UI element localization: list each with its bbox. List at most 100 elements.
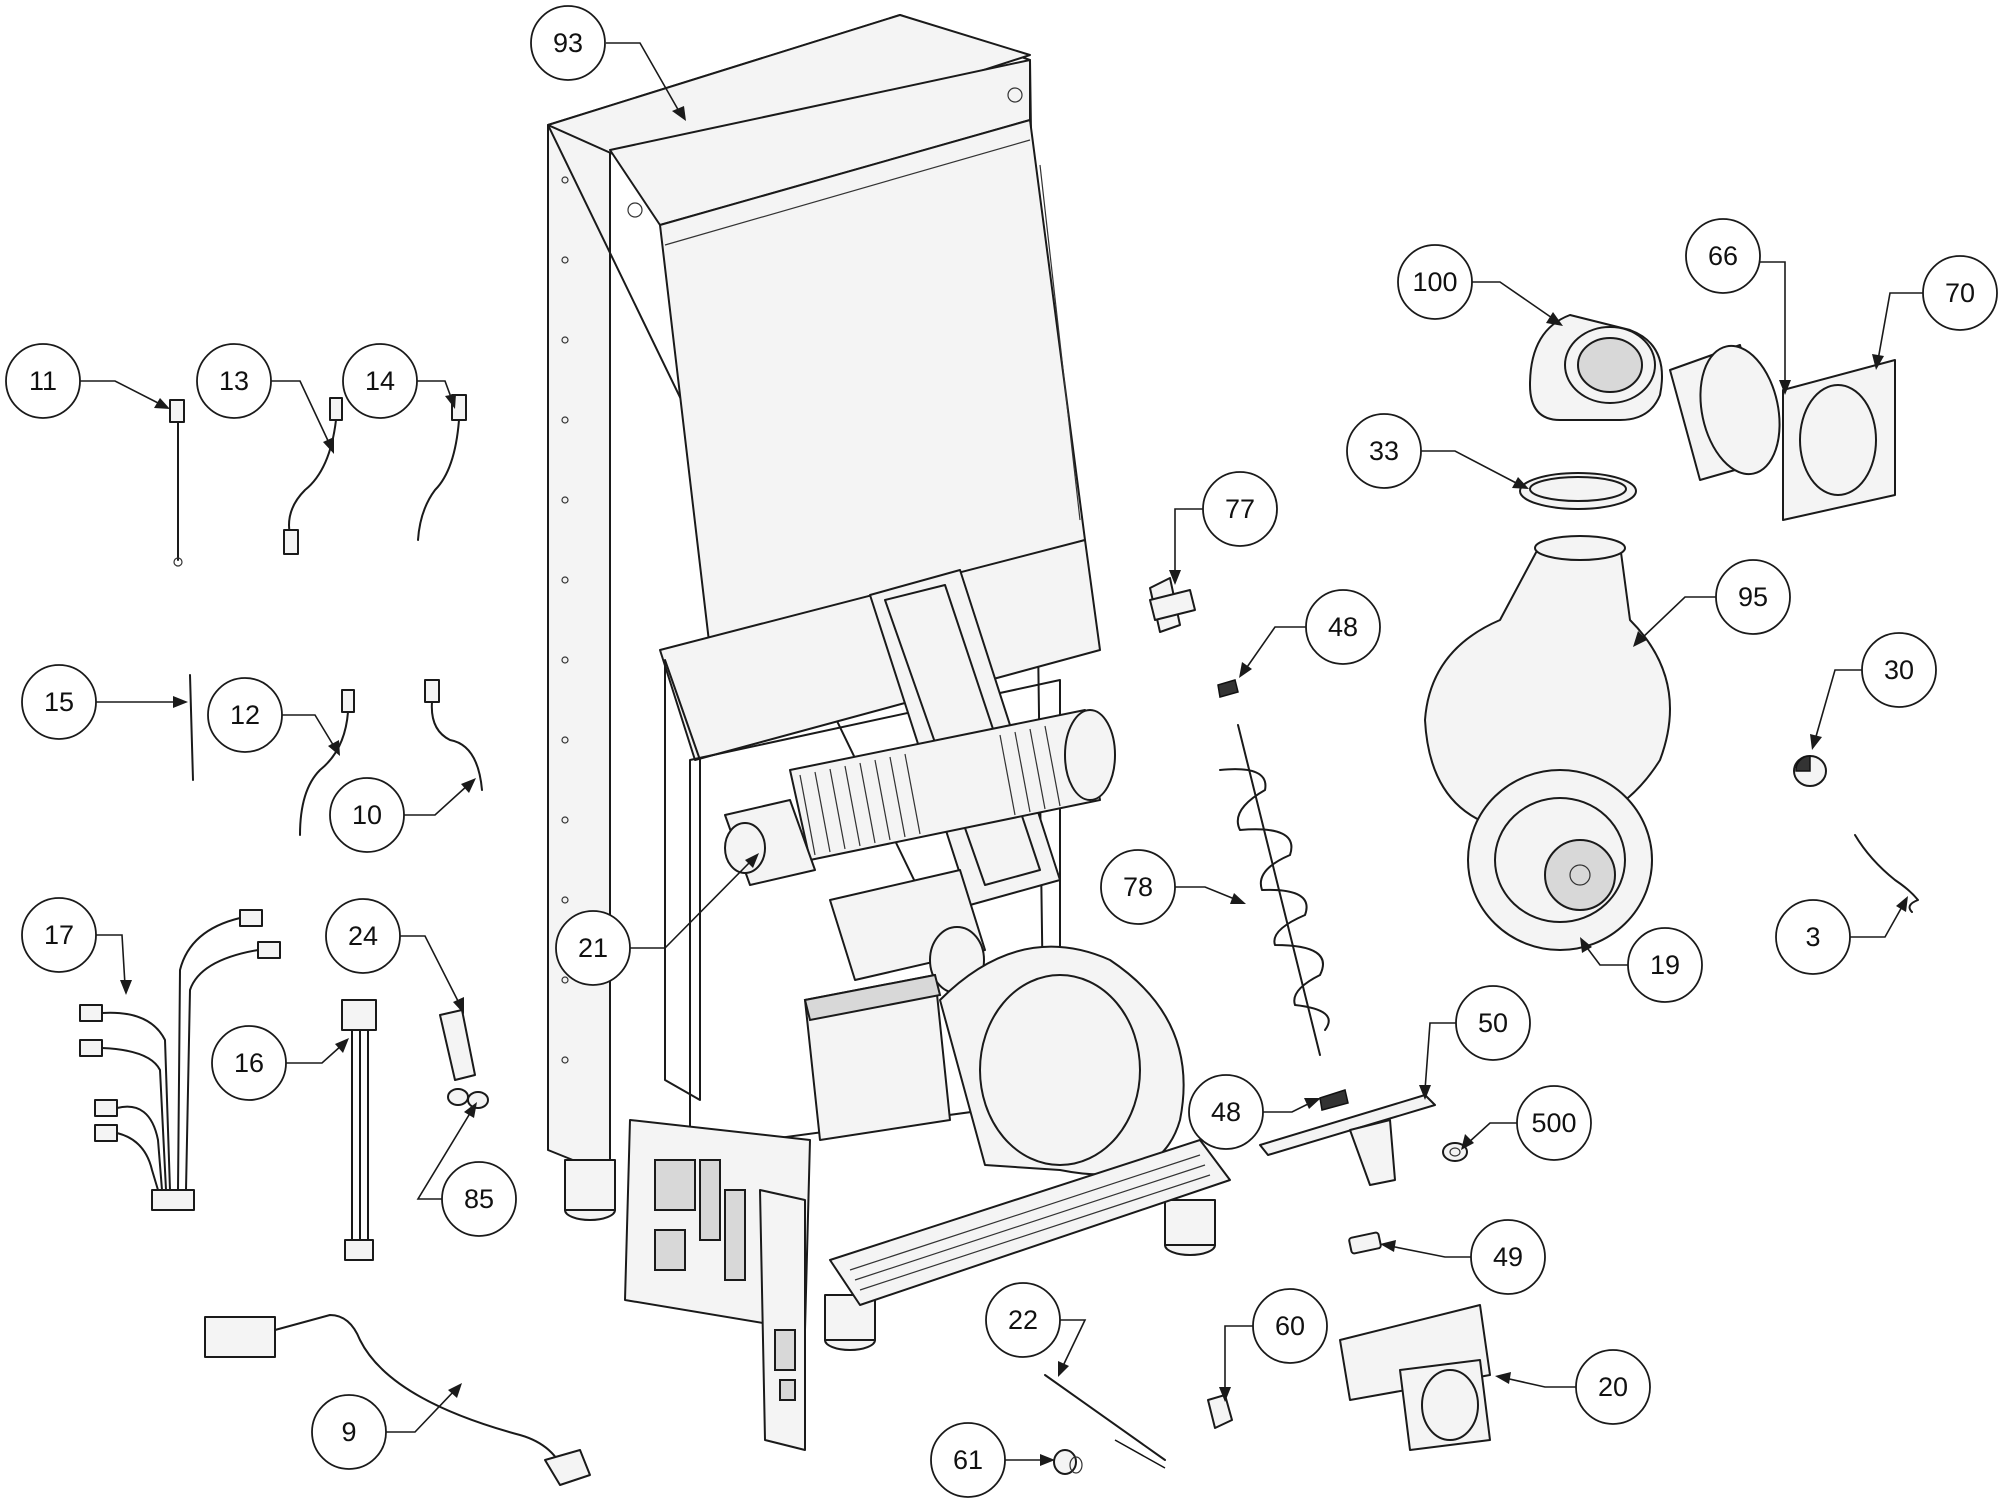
callout-15-label: 15 [44,687,74,717]
callout-95: 95 [1633,559,1791,647]
small-bracket [1149,577,1196,633]
callout-50: 50 [1419,985,1531,1100]
callout-20: 20 [1495,1349,1651,1425]
wiring-harness-16 [341,999,377,1261]
callout-48-upper-label: 48 [1328,612,1358,642]
callout-61-label: 61 [953,1445,983,1475]
callout-50-label: 50 [1478,1008,1508,1038]
callout-77: 77 [1169,471,1278,585]
callout-30: 30 [1810,632,1937,750]
callout-17-label: 17 [44,920,74,950]
gasket-ring [1519,472,1637,510]
callout-20-label: 20 [1598,1372,1628,1402]
callout-9: 9 [311,1383,462,1470]
callout-66-label: 66 [1708,241,1738,271]
callout-3-label: 3 [1805,922,1820,952]
control-board [624,1119,811,1451]
callout-77-label: 77 [1225,494,1255,524]
callout-12: 12 [207,677,340,756]
callout-10-label: 10 [352,800,382,830]
callout-24: 24 [325,898,464,1014]
nut [1442,1142,1468,1162]
callout-33-label: 33 [1369,436,1399,466]
mounting-plate [1782,359,1896,521]
callout-19-label: 19 [1650,950,1680,980]
callout-95-label: 95 [1738,582,1768,612]
auger [1219,724,1330,1056]
callout-70-label: 70 [1945,278,1975,308]
callout-14: 14 [342,343,456,419]
callout-12-label: 12 [230,700,260,730]
knob [1793,755,1827,787]
callout-100: 100 [1397,244,1563,326]
callout-33: 33 [1346,413,1529,489]
callout-11: 11 [5,343,170,419]
callout-49-label: 49 [1493,1242,1523,1272]
callout-21: 21 [555,853,759,986]
callout-93: 93 [530,5,686,121]
probe-15 [189,674,194,781]
callout-22: 22 [985,1282,1087,1377]
transformer-box [803,973,951,1141]
clip-upper [1217,679,1239,698]
bushing [1348,1231,1382,1255]
shaker-plate [1259,1094,1436,1186]
callout-66: 66 [1685,218,1791,395]
callout-14-label: 14 [365,366,395,396]
wiring-harness-17 [79,909,281,1211]
callout-85: 85 [416,1102,517,1237]
ignition-rod [1044,1374,1166,1469]
callout-48-lower-label: 48 [1211,1097,1241,1127]
callouts: 93 100 66 70 33 [5,5,1998,1498]
callout-22-label: 22 [1008,1305,1038,1335]
callout-48-lower: 48 [1188,1074,1321,1150]
callout-60-label: 60 [1275,1311,1305,1341]
frame-holes [561,176,569,1064]
callout-70: 70 [1872,255,1998,370]
pipe-sleeve [1669,344,1781,481]
callout-17: 17 [21,897,132,995]
callout-85-label: 85 [464,1184,494,1214]
callout-11-label: 11 [29,366,57,396]
elbow-pipe [1529,314,1663,421]
callout-10: 10 [329,777,476,853]
base-grill [829,1139,1231,1306]
bracket-24 [439,1009,476,1081]
callout-61: 61 [930,1422,1055,1498]
callout-21-label: 21 [578,933,608,963]
callout-78-label: 78 [1123,872,1153,902]
cable-13 [283,397,343,555]
callout-13-label: 13 [219,366,249,396]
callout-100-label: 100 [1412,267,1457,297]
callout-78: 78 [1100,849,1246,925]
callout-500-label: 500 [1531,1108,1576,1138]
callout-13: 13 [196,343,334,454]
callout-49: 49 [1380,1219,1546,1295]
callout-19: 19 [1580,927,1703,1003]
callout-15: 15 [21,664,188,740]
callout-500: 500 [1461,1085,1592,1161]
callout-16-label: 16 [234,1048,264,1078]
clip-lower [1319,1089,1349,1111]
gear-motor [1339,1304,1491,1451]
grommet [1053,1449,1083,1475]
power-cord-9 [204,1314,591,1486]
callout-93-label: 93 [553,28,583,58]
spring-wire [1854,834,1919,913]
cable-10 [424,679,483,791]
probe-11 [169,399,185,567]
stove-frame [547,14,1216,1351]
callout-60: 60 [1219,1288,1328,1402]
callout-16: 16 [211,1025,349,1101]
clip-60 [1207,1394,1233,1429]
callout-3: 3 [1775,896,1908,975]
callout-24-label: 24 [348,921,378,951]
fume-extractor-motor [1467,769,1653,951]
probe-14 [417,394,467,541]
clips-85 [447,1088,489,1109]
callout-9-label: 9 [341,1417,356,1447]
callout-30-label: 30 [1884,655,1914,685]
callout-48-upper: 48 [1239,589,1381,678]
convection-duct [829,869,1185,1176]
